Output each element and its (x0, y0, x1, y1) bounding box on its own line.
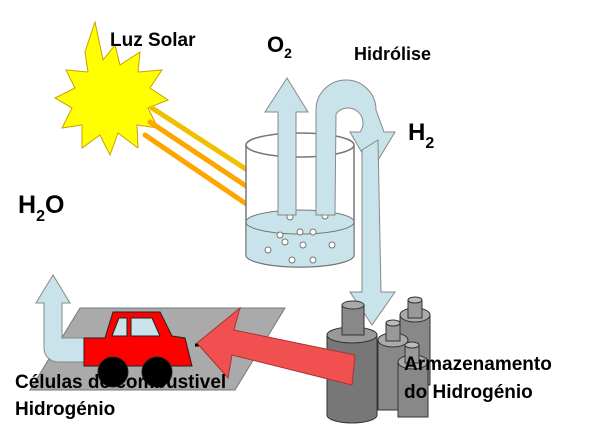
storage-label-line2: do Hidrogénio (404, 382, 533, 403)
car-icon (83, 311, 193, 388)
hydrogen-label: H2 (408, 119, 434, 152)
sunlight-label: Luz Solar (110, 30, 196, 51)
water-label: H2O (18, 191, 64, 225)
oxygen-arrow (264, 77, 309, 216)
hydrogen-down-arrow (349, 139, 396, 326)
sun-icon (53, 20, 170, 157)
water-arrow (35, 274, 85, 363)
hydrolysis-label: Hidrólise (354, 44, 431, 64)
fuel-cells-label-line2: Hidrogénio (15, 399, 115, 420)
fuel-cells-label-line1: Células de combustivel (15, 372, 226, 393)
storage-label-line1: Armazenamento (404, 354, 552, 375)
oxygen-label: O2 (267, 32, 292, 61)
fuel-supply-arrow (196, 306, 356, 386)
beaker (245, 132, 355, 268)
hydrogen-arrow (315, 79, 396, 216)
